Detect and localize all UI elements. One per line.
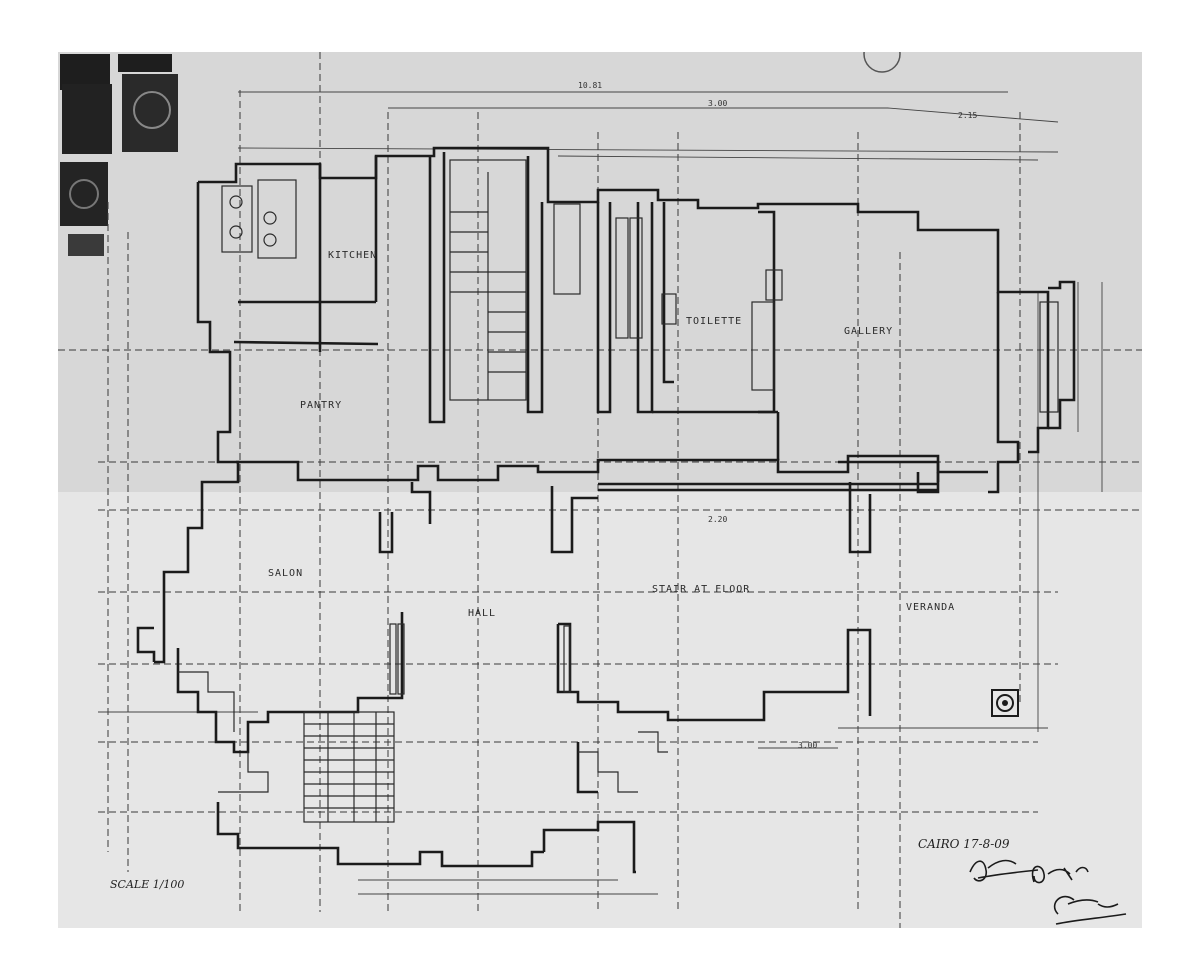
date-annotation: CAIRO 17-8-09 bbox=[918, 837, 1010, 851]
seal-circle bbox=[863, 52, 901, 73]
lower-left-steps bbox=[178, 671, 668, 793]
dimension-top-span: 3.00 bbox=[708, 99, 727, 108]
toilette-fixtures bbox=[553, 203, 783, 391]
circle-fixture-icon bbox=[991, 689, 1019, 717]
blueprint-sheet: KITCHEN TOILETTE GALLERY PANTRY SALON HA… bbox=[58, 52, 1142, 928]
room-label-hall: HALL bbox=[468, 608, 496, 619]
upper-stair bbox=[449, 159, 527, 401]
sheet-lower-fold bbox=[58, 492, 1142, 928]
room-label-stair: STAIR AT FLOOR bbox=[652, 584, 750, 595]
kitchen-fixtures bbox=[221, 179, 297, 259]
gallery-bay bbox=[1048, 280, 1076, 430]
grid-lines bbox=[58, 52, 1142, 928]
scale-annotation: SCALE 1/100 bbox=[110, 878, 184, 891]
room-label-salon: SALON bbox=[268, 568, 303, 579]
corridor-beam bbox=[598, 460, 940, 494]
upper-wing-walls bbox=[154, 146, 1050, 664]
lower-stair bbox=[303, 623, 571, 823]
upper-interior-walls bbox=[233, 152, 780, 460]
gallery-bay-detail bbox=[1039, 301, 1059, 413]
dimension-mid-right: 2.20 bbox=[708, 515, 727, 524]
dimension-lines bbox=[98, 91, 1103, 895]
signature-icon bbox=[969, 859, 1127, 925]
dimension-top-right: 2.15 bbox=[958, 111, 977, 120]
room-label-pantry: PANTRY bbox=[300, 400, 342, 411]
dimension-overall: 10.81 bbox=[578, 81, 602, 90]
revenue-stamp-icon bbox=[60, 54, 178, 256]
floor-plan: KITCHEN TOILETTE GALLERY PANTRY SALON HA… bbox=[58, 52, 1142, 928]
room-label-toilette: TOILETTE bbox=[686, 316, 742, 327]
dimension-bottom-right: 3.00 bbox=[798, 741, 817, 750]
room-label-veranda: VERANDA bbox=[906, 602, 955, 613]
room-label-kitchen: KITCHEN bbox=[328, 250, 377, 261]
lower-wing-walls bbox=[136, 482, 872, 874]
room-label-gallery: GALLERY bbox=[844, 326, 893, 337]
